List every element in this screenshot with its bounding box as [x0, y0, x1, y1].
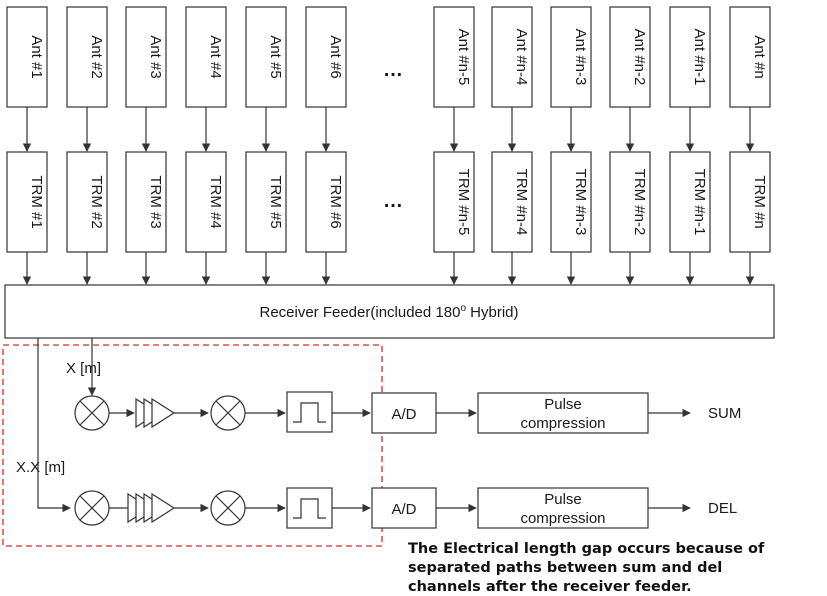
note-line-3: channels after the receiver feeder.: [408, 579, 692, 595]
sum-output-label: SUM: [708, 405, 741, 422]
trm-box: [125, 151, 167, 253]
antenna-box: [669, 6, 711, 108]
trm-label: TRM #2: [88, 175, 105, 228]
trm-box: [729, 151, 771, 253]
sum-path-length-label: X [m]: [66, 360, 101, 377]
trm-label: TRM #4: [207, 175, 224, 228]
trm-label: TRM #n-3: [572, 169, 589, 236]
del-path-length-label: X.X [m]: [16, 459, 65, 476]
trm-ellipsis: …: [383, 190, 403, 212]
trm-label: TRM #1: [28, 175, 45, 228]
del-filter-icon: [286, 487, 333, 529]
trm-box: [669, 151, 711, 253]
antenna-to-trm-arrows: [22, 107, 755, 152]
antenna-box: [185, 6, 227, 108]
antenna-box: [66, 6, 108, 108]
antenna-box: [125, 6, 167, 108]
trm-box: [609, 151, 651, 253]
del-mixer-2-icon: [210, 490, 246, 526]
del-pulse-compression-box: [477, 487, 649, 529]
antenna-label: Ant #1: [28, 35, 45, 78]
sum-pulse-label-line2: compression: [520, 415, 605, 432]
note-line-2: separated paths between sum and del: [408, 560, 722, 576]
antenna-label: Ant #n-1: [691, 29, 708, 86]
trm-box: [491, 151, 533, 253]
trm-row: TRM #1 TRM #2 TRM #3 TRM #4 TRM #5 TRM #6 TRM …: [6, 151, 771, 253]
receiver-feeder-box: [4, 284, 775, 339]
del-pulse-label-line2: compression: [520, 510, 605, 527]
del-output-label: DEL: [708, 500, 737, 517]
antenna-label: Ant #n-4: [513, 29, 530, 86]
del-amplifier-icon: [127, 492, 176, 524]
trm-to-feeder-arrows: [22, 252, 755, 285]
trm-label: TRM #n-2: [631, 169, 648, 236]
antenna-label: Ant #2: [88, 35, 105, 78]
antenna-box: [6, 6, 48, 108]
trm-label: TRM #n-4: [513, 169, 530, 236]
antenna-label: Ant #n-3: [572, 29, 589, 86]
trm-label: TRM #3: [147, 175, 164, 228]
sum-ad-converter-box: [371, 392, 437, 434]
sum-ad-label: A/D: [391, 406, 416, 423]
del-mixer-1-icon: [74, 490, 110, 526]
trm-label: TRM #n-1: [691, 169, 708, 236]
antenna-box: [729, 6, 771, 108]
receiver-feeder-label: Receiver Feeder(included 180o Hybrid): [259, 303, 518, 321]
trm-box: [245, 151, 287, 253]
trm-box: [305, 151, 347, 253]
sum-mixer-1-icon: [74, 395, 110, 431]
antenna-box: [609, 6, 651, 108]
sum-pulse-label-line1: Pulse: [544, 396, 582, 413]
trm-label: TRM #5: [267, 175, 284, 228]
trm-box: [66, 151, 108, 253]
sum-channel-chain: A/D Pulse compression SUM: [74, 391, 741, 434]
trm-box: [433, 151, 475, 253]
antenna-box: [491, 6, 533, 108]
trm-label: TRM #n-5: [455, 169, 472, 236]
sum-amplifier-icon: [135, 397, 176, 429]
trm-box: [550, 151, 592, 253]
antenna-label: Ant #n-2: [631, 29, 648, 86]
del-ad-label: A/D: [391, 501, 416, 518]
antenna-label: Ant #3: [147, 35, 164, 78]
antenna-box: [305, 6, 347, 108]
sum-filter-icon: [286, 391, 333, 433]
del-channel-chain: A/D Pulse compression DEL: [74, 487, 737, 529]
sum-pulse-compression-box: [477, 392, 649, 434]
del-pulse-label-line1: Pulse: [544, 491, 582, 508]
trm-label: TRM #n: [751, 175, 768, 228]
trm-label: TRM #6: [327, 175, 344, 228]
antenna-ellipsis: …: [383, 59, 403, 81]
antenna-label: Ant #4: [207, 35, 224, 78]
del-feed-line: [37, 338, 71, 513]
antenna-label: Ant #n: [751, 35, 768, 78]
trm-box: [185, 151, 227, 253]
antenna-row: Ant #1 Ant #2 Ant #3 Ant #4 Ant #5 Ant #6 Ant …: [6, 6, 771, 108]
note-line-1: The Electrical length gap occurs because…: [408, 541, 765, 557]
sum-mixer-2-icon: [210, 395, 246, 431]
antenna-label: Ant #n-5: [455, 29, 472, 86]
antenna-label: Ant #5: [267, 35, 284, 78]
antenna-label: Ant #6: [327, 35, 344, 78]
del-ad-converter-box: [371, 487, 437, 529]
